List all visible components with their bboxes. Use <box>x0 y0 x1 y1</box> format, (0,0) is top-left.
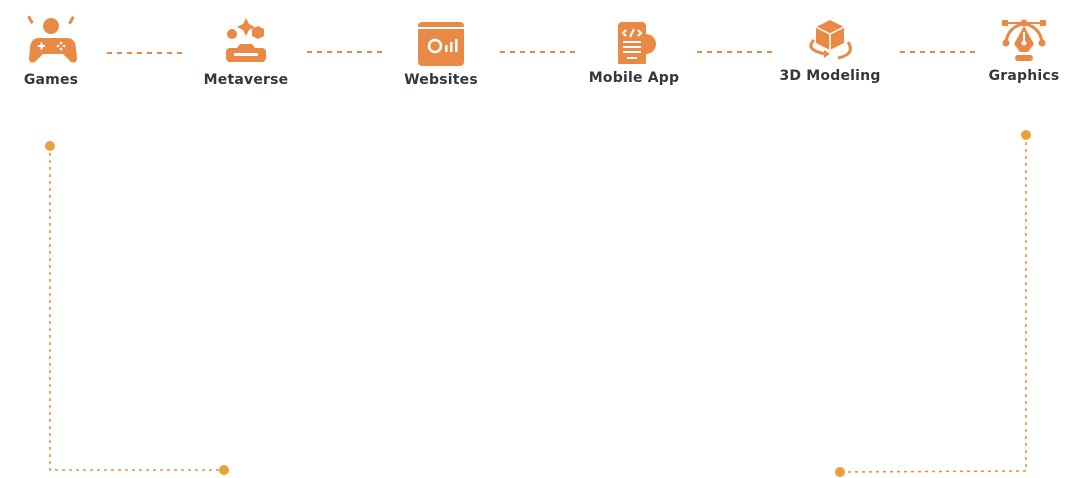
step-label: Games <box>23 72 79 88</box>
website-analytics-icon <box>418 22 464 66</box>
node-dot <box>219 465 229 475</box>
pen-tool-icon <box>1002 19 1046 61</box>
step-games: Games <box>0 14 111 88</box>
step-label: Metaverse <box>203 72 289 88</box>
node-dot <box>1021 130 1031 140</box>
step-3d-modeling: 3D Modeling <box>770 10 890 84</box>
step-label: Mobile App <box>588 70 680 86</box>
step-label: 3D Modeling <box>779 68 881 84</box>
step-label: Graphics <box>988 68 1060 84</box>
3d-cube-icon <box>809 20 852 60</box>
vr-headset-icon <box>226 18 266 62</box>
step-metaverse: Metaverse <box>186 14 306 88</box>
node-dot <box>835 467 845 477</box>
step-label: Websites <box>404 72 478 88</box>
step-graphics: Graphics <box>964 10 1084 84</box>
step-mobile-app: Mobile App <box>574 12 694 86</box>
gamepad-icon <box>27 15 77 63</box>
node-dot <box>45 141 55 151</box>
step-websites: Websites <box>381 14 501 88</box>
left-bracket-line <box>49 146 224 471</box>
mobile-code-icon <box>618 22 656 64</box>
right-bracket-line <box>839 135 1027 473</box>
